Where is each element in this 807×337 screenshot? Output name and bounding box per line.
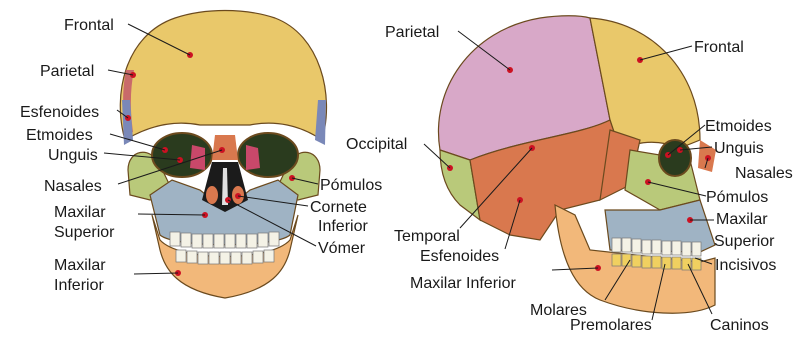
front-label-frontal: Frontal — [64, 17, 114, 34]
front-label-parietal: Parietal — [40, 63, 94, 80]
front-label-unguis: Unguis — [48, 147, 98, 164]
side-label-pomulos: Pómulos — [706, 189, 768, 206]
side-label-maxilar-superior-2: Superior — [714, 233, 775, 250]
front-label-maxilar-superior-1: Maxilar — [54, 204, 106, 221]
side-label-occipital: Occipital — [346, 136, 407, 153]
front-label-nasales: Nasales — [44, 178, 102, 195]
front-label-maxilar-inferior-1: Maxilar — [54, 257, 106, 274]
side-label-premolares: Premolares — [570, 317, 652, 334]
side-label-incisivos: Incisivos — [715, 257, 776, 274]
front-label-maxilar-inferior-2: Inferior — [54, 277, 104, 294]
front-ethmoid-right — [246, 145, 260, 170]
side-label-temporal: Temporal — [394, 228, 460, 245]
front-label-pomulos: Pómulos — [320, 177, 382, 194]
side-label-nasales: Nasales — [735, 165, 793, 182]
front-label-cornete-1: Cornete — [310, 199, 367, 216]
side-label-unguis: Unguis — [714, 140, 764, 157]
front-label-vomer: Vómer — [318, 240, 366, 257]
side-label-etmoides: Etmoides — [705, 118, 772, 135]
side-label-frontal: Frontal — [694, 39, 744, 56]
side-label-maxilar-superior-1: Maxilar — [716, 211, 768, 228]
side-label-maxilar-inferior: Maxilar Inferior — [410, 275, 516, 292]
side-label-esfenoides: Esfenoides — [420, 248, 499, 265]
front-lower-teeth — [176, 250, 274, 264]
front-frontal-bone — [120, 11, 326, 141]
side-orbit — [659, 140, 691, 176]
front-label-etmoides: Etmoides — [26, 127, 93, 144]
front-label-cornete-2: Inferior — [318, 218, 368, 235]
front-label-esfenoides: Esfenoides — [20, 104, 99, 121]
side-label-parietal: Parietal — [385, 24, 439, 41]
front-concha-left — [206, 186, 218, 204]
front-label-maxilar-superior-2: Superior — [54, 224, 115, 241]
side-label-caninos: Caninos — [710, 317, 769, 334]
front-nasal-bones — [212, 135, 238, 160]
front-skull-illustration — [120, 11, 326, 299]
